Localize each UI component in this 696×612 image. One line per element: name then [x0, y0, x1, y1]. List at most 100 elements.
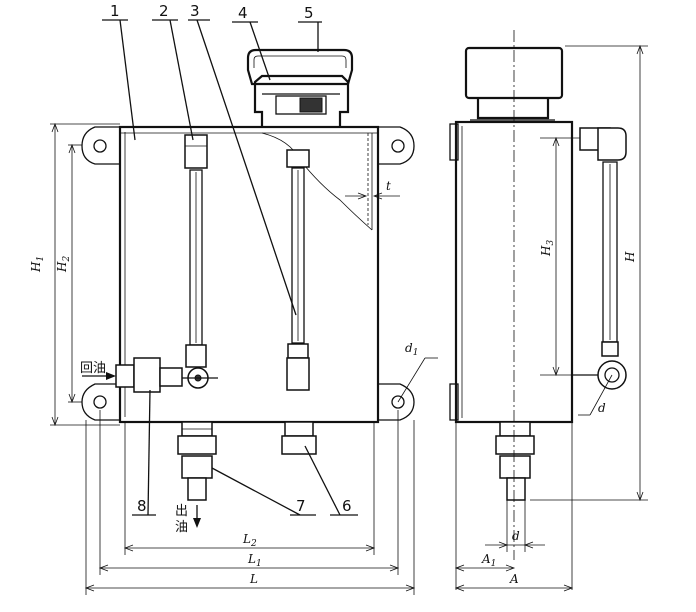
filter-mesh: [299, 97, 323, 113]
d-side-leader: [589, 374, 613, 416]
d1-leader: [397, 357, 426, 403]
side-view: d H H3 d A1: [449, 30, 648, 592]
tank-body: [118, 125, 380, 424]
side-outlet-nut: [495, 435, 535, 455]
dim-H2: H2: [55, 256, 72, 273]
l1-arrow-right: [389, 564, 400, 572]
sight-glass-top-fitting-left: [184, 134, 208, 169]
return-valve-body: [133, 357, 161, 393]
side-sight-nut: [601, 341, 619, 357]
front-view: 1 2 3 4 5 6 7 8 回油 出 油 H1 H2 t d1: [29, 2, 438, 595]
lug-hole-top-right: [391, 139, 405, 153]
part-number-3: 3: [190, 2, 200, 20]
part-number-8: 8: [137, 497, 147, 515]
dim-A: A: [509, 572, 519, 586]
dim-L: L: [249, 572, 258, 586]
part-number-1: 1: [110, 2, 120, 20]
lug-hole-bottom-right: [391, 395, 405, 409]
return-oil-nozzle: [115, 364, 135, 388]
l-arrow-left: [84, 584, 95, 592]
l1-arrow-left: [98, 564, 109, 572]
lug-bottom-right: [378, 383, 415, 421]
h1-arrow-bottom: [51, 416, 59, 427]
side-outlet-pipe: [506, 477, 526, 501]
a1-arrow-right: [505, 564, 516, 572]
side-lug-bottom: [449, 383, 459, 421]
drain-plug: [281, 435, 317, 455]
part-number-7: 7: [296, 497, 306, 515]
outlet-nut: [177, 435, 217, 455]
h3-arrow-top: [552, 136, 560, 147]
outlet-arrow-head: [193, 518, 201, 528]
h2-arrow-bottom: [68, 393, 76, 404]
filler-neck: [253, 74, 350, 127]
t-arrow-left: [357, 192, 368, 200]
leader-3: [196, 19, 297, 316]
part-number-4: 4: [238, 4, 248, 22]
dim-d-bottom: d: [512, 529, 520, 543]
outlet-pipe: [187, 477, 207, 501]
sight-glass-bottom-fitting-left: [185, 344, 207, 368]
dim-H: H: [623, 251, 637, 263]
leader-2: [169, 19, 194, 141]
leader-7: [211, 467, 301, 516]
side-lug-top: [449, 123, 459, 161]
leader-8: [147, 389, 151, 516]
a-arrow-right: [563, 584, 574, 592]
h2-arrow-top: [68, 143, 76, 154]
outlet-oil-label-2: 油: [175, 520, 188, 535]
h1-arrow-top: [51, 122, 59, 133]
return-valve-stem: [159, 367, 183, 387]
filler-cap: [246, 48, 354, 86]
dim-d-side: d: [598, 401, 606, 415]
part-number-5: 5: [304, 4, 314, 22]
l2-arrow-left: [123, 544, 134, 552]
dim-A1: A1: [481, 552, 496, 569]
outlet-fitting-lower: [181, 455, 213, 479]
side-outlet-upper: [499, 421, 531, 437]
leader-1: [119, 19, 136, 141]
side-sight-elbow-head: [597, 127, 627, 161]
dim-L1: L1: [247, 552, 262, 569]
sight-glass-tube-mid: [291, 167, 305, 344]
lug-hole-top-left: [93, 139, 107, 153]
d-arrow-right: [523, 541, 534, 549]
return-oil-label: 回油: [80, 361, 106, 376]
lug-top-left: [81, 126, 120, 165]
leader-6: [304, 445, 341, 516]
lug-hole-bottom-left: [93, 395, 107, 409]
leader-4: [249, 21, 271, 81]
part-number-6: 6: [342, 497, 352, 515]
drain-fitting-upper: [284, 421, 314, 437]
side-valve-inner: [604, 367, 620, 383]
sight-glass-top-fitting-mid: [286, 149, 310, 168]
side-filler-neck: [476, 98, 550, 120]
l2-arrow-right: [365, 544, 376, 552]
h-arrow-bottom: [636, 491, 644, 502]
a1-arrow-left: [454, 564, 465, 572]
a-arrow-left: [454, 584, 465, 592]
outlet-oil-label-1: 出: [175, 504, 188, 519]
cutaway-line: [261, 132, 373, 231]
return-arrow-head: [106, 372, 116, 380]
filter-frame: [275, 95, 327, 115]
sight-glass-bottom-fitting-mid: [286, 357, 310, 391]
dim-H1: H1: [29, 256, 46, 273]
lug-top-right: [378, 126, 415, 165]
h3-arrow-bottom: [552, 366, 560, 377]
dim-L2: L2: [242, 532, 257, 549]
dim-t: t: [386, 179, 391, 193]
dim-d1: d1: [405, 341, 418, 358]
sight-glass-nut-mid: [287, 343, 309, 359]
side-outlet-lower: [499, 455, 531, 479]
h-arrow-top: [636, 44, 644, 55]
lug-bottom-left: [81, 383, 120, 421]
filler-cap-inner: [253, 55, 347, 68]
d-arrow-left: [498, 541, 509, 549]
part-number-2: 2: [159, 2, 169, 20]
l-arrow-right: [405, 584, 416, 592]
dim-H3: H3: [539, 240, 556, 257]
t-arrow-right: [372, 192, 383, 200]
